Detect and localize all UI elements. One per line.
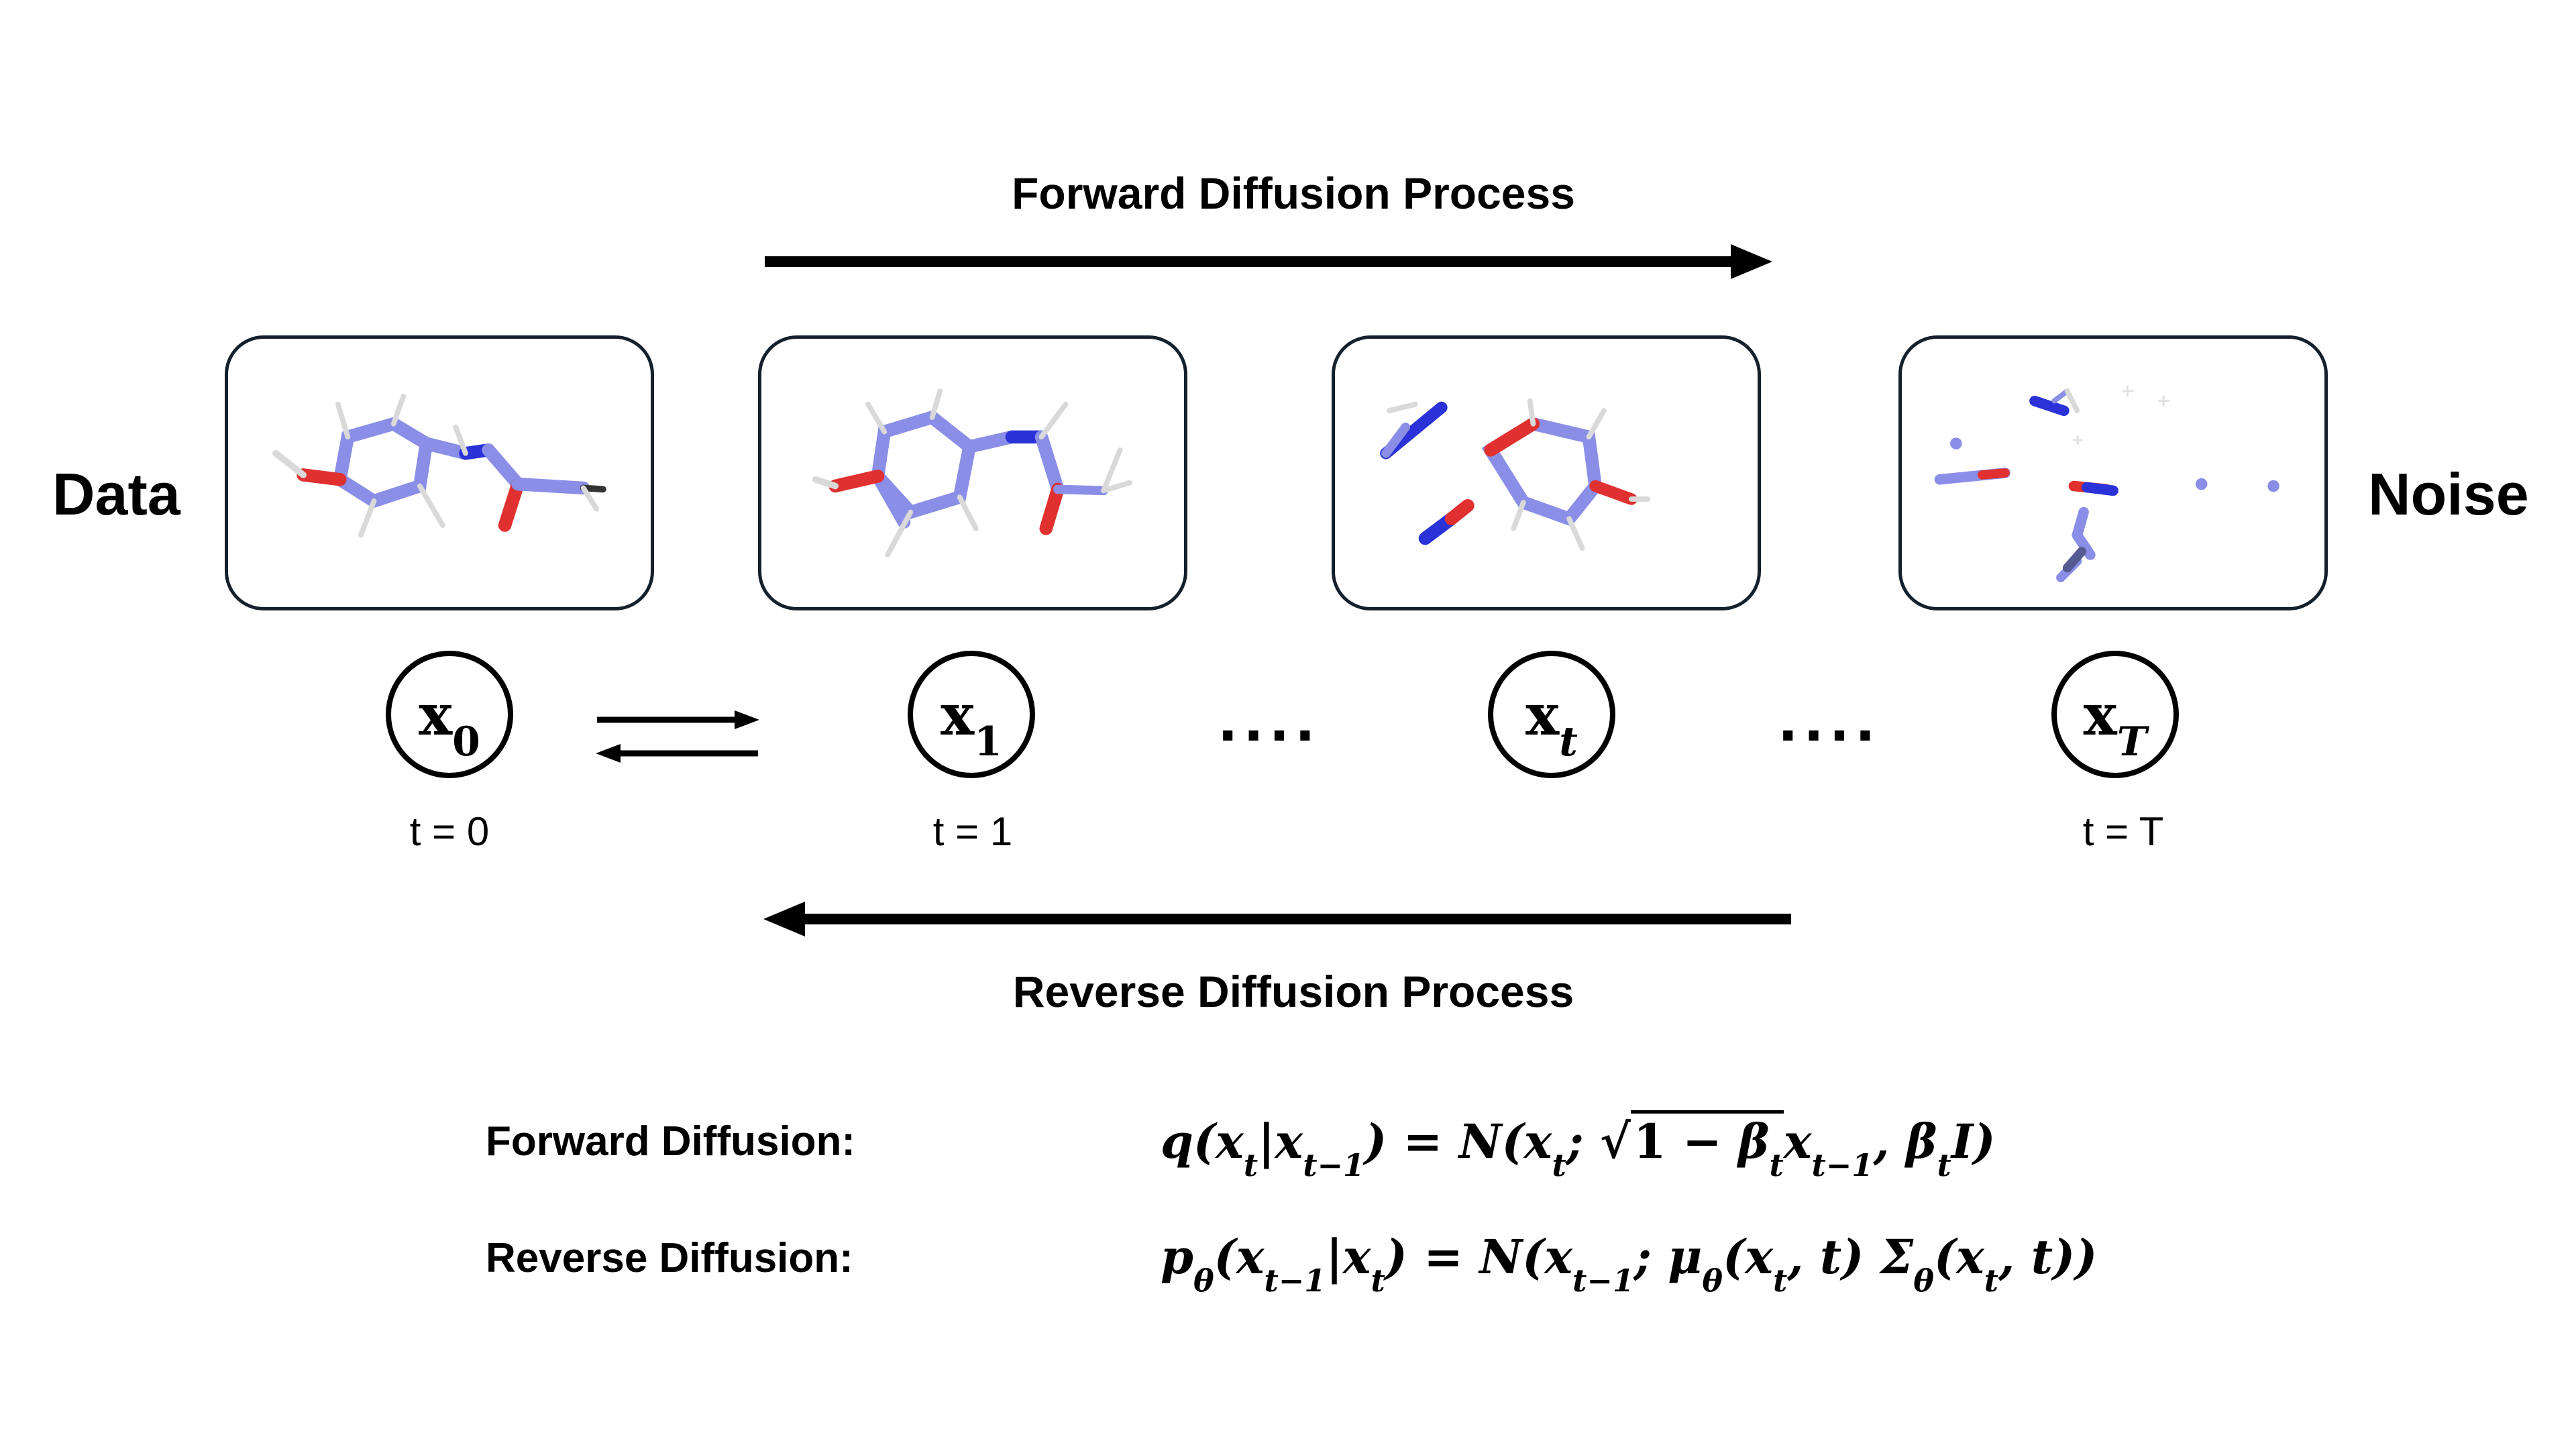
state-node-xT: xT bbox=[2051, 651, 2179, 778]
state-node-x1: x1 bbox=[908, 651, 1035, 778]
state-node-xt-label: xt bbox=[1525, 681, 1578, 766]
forward-equation-label: Forward Diffusion: bbox=[486, 1118, 856, 1165]
forward-arrow bbox=[765, 244, 1772, 279]
state-node-x0-label: x0 bbox=[419, 681, 480, 766]
ellipsis-1: .... bbox=[1218, 691, 1321, 753]
state-node-x1-label: x1 bbox=[941, 681, 1002, 766]
state-node-xT-label: xT bbox=[2083, 681, 2147, 766]
forward-equation: q(xt|xt−1) = N(xt; √1 − βtxt−1, βtI) bbox=[1161, 1110, 1996, 1181]
ellipsis-2: .... bbox=[1778, 691, 1881, 753]
forward-process-title: Forward Diffusion Process bbox=[1012, 168, 1575, 218]
state-node-xt: xt bbox=[1488, 651, 1615, 778]
molecule-frame-xt bbox=[1332, 335, 1761, 610]
state-node-x0: x0 bbox=[386, 651, 513, 778]
molecule-image-xT bbox=[1934, 385, 2279, 582]
time-label-x1: t = 1 bbox=[932, 809, 1013, 854]
reverse-equation-label: Reverse Diffusion: bbox=[486, 1235, 853, 1281]
molecule-image-xt bbox=[1380, 398, 1651, 551]
noise-label: Noise bbox=[2368, 461, 2529, 527]
reverse-process-title: Reverse Diffusion Process bbox=[1012, 967, 1574, 1016]
molecule-image-x0 bbox=[272, 393, 606, 538]
molecule-frame-xT bbox=[1898, 335, 2328, 610]
reverse-arrow bbox=[763, 902, 1791, 936]
time-label-x0: t = 0 bbox=[409, 809, 490, 854]
molecule-image-x1 bbox=[812, 388, 1133, 557]
data-label: Data bbox=[52, 461, 180, 527]
molecule-frame-x0 bbox=[225, 335, 654, 610]
equilibrium-arrows bbox=[596, 710, 759, 763]
molecule-frame-x1 bbox=[758, 335, 1187, 610]
reverse-equation: pθ(xt−1|xt) = N(xt−1; μθ(xt, t) Σθ(xt, t… bbox=[1161, 1229, 2098, 1299]
time-label-xT: t = T bbox=[2082, 809, 2164, 854]
